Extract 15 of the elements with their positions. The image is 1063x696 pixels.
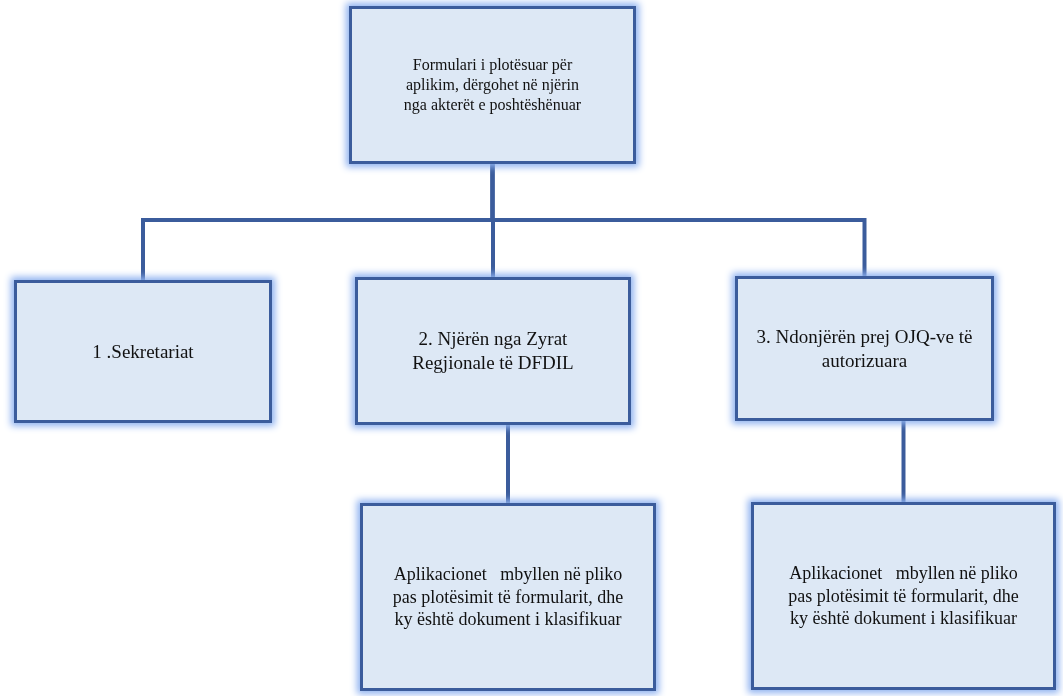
process-box: [751, 502, 1056, 690]
process-box: [349, 6, 636, 164]
connector-line: [506, 425, 510, 503]
box-text: 3. Ndonjërën prej OJQ-ve të autorizuara: [755, 324, 974, 373]
process-box: [355, 277, 631, 425]
process-box: [360, 503, 656, 691]
process-box: [735, 276, 994, 421]
box-text: 2. Njërën nga Zyrat Regjionale të DFDIL: [411, 327, 575, 375]
box-text: 1 .Sekretariat: [92, 339, 194, 364]
connector-line: [490, 164, 867, 276]
box-text: Aplikacionet mbyllen në pliko pas plotësimit të formularit, dhe ky është dokument i klasifikuar: [391, 563, 625, 631]
box-text: Formulari i plotësuar për aplikim, dërgohet në njërin nga akterët e poshtëshënuar: [402, 55, 583, 115]
process-box: [14, 280, 272, 423]
box-text: Aplikacionet mbyllen në pliko pas plotësimit të formularit, dhe ky është dokument i klasifikuar: [787, 562, 1020, 630]
connector-line: [901, 421, 906, 502]
